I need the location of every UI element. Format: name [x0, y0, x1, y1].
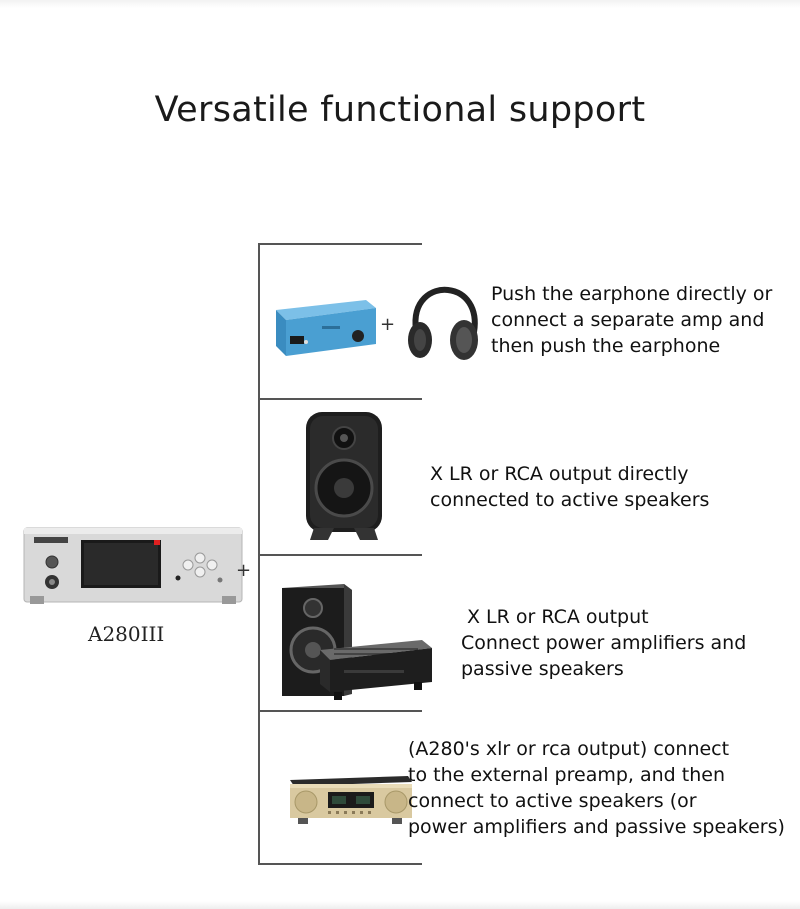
preamp-icon [290, 776, 412, 824]
headphone-amp-icon [276, 300, 376, 356]
page-title: Versatile functional support [154, 90, 646, 130]
option-3-text: X LR or RCA output Connect power amplifi… [461, 604, 746, 682]
option-4-line-4: power amplifiers and passive speakers) [408, 816, 785, 838]
option-2-text: X LR or RCA output directly connected to… [430, 461, 709, 513]
option-3-line-1: X LR or RCA output [467, 606, 649, 628]
option-3-line-3: passive speakers [461, 658, 624, 680]
bottom-edge [0, 901, 800, 909]
connector-line-5 [258, 863, 422, 865]
main-device-icon [23, 527, 243, 604]
connector-line-3 [258, 554, 422, 556]
option-1-line-2: connect a separate amp and [491, 309, 765, 331]
option-1-text: Push the earphone directly or connect a … [491, 281, 772, 359]
option-4-line-3: connect to active speakers (or [408, 790, 697, 812]
headphones-icon [408, 286, 478, 360]
option-4-line-1: (A280's xlr or rca output) connect [408, 738, 730, 760]
main-plus-sign: + [236, 560, 252, 581]
option-2-line-2: connected to active speakers [430, 489, 710, 511]
option-4-text: (A280's xlr or rca output) connect to th… [408, 736, 785, 840]
active-speaker-icon [306, 412, 382, 540]
option-1-line-1: Push the earphone directly or [491, 283, 773, 305]
connector-line-2 [258, 398, 422, 400]
option-3-line-2: Connect power amplifiers and [461, 632, 747, 654]
connector-line-4 [258, 710, 422, 712]
model-label: A280III [88, 622, 165, 646]
option-2-line-1: X LR or RCA output directly [430, 463, 689, 485]
power-amplifier-icon [320, 640, 432, 700]
option-4-line-2: to the external preamp, and then [408, 764, 725, 786]
top-edge [0, 0, 800, 8]
option-1-plus-sign: + [380, 314, 396, 335]
option-1-line-3: then push the earphone [491, 335, 721, 357]
connector-line-1 [258, 243, 422, 245]
